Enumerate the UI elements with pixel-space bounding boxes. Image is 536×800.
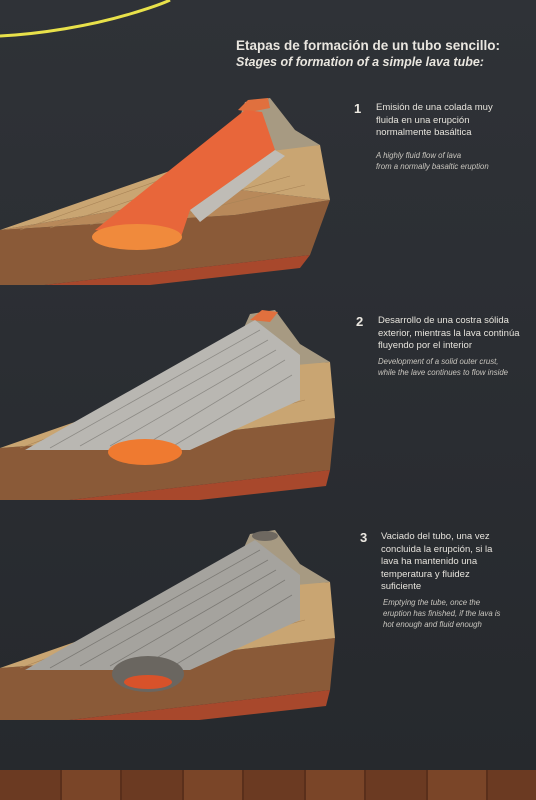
decorative-yellow-line — [0, 0, 171, 38]
text-line: Desarrollo de una costra sólida — [378, 315, 509, 326]
stage-3-spanish: Vaciado del tubo, una vez concluida la e… — [381, 531, 531, 594]
stage-1-english: A highly fluid flow of lava from a norma… — [376, 150, 536, 172]
stage-1-number: 1 — [354, 101, 362, 116]
text-line: suficiente — [381, 581, 422, 592]
text-line: temperatura y fluidez — [381, 568, 470, 580]
text-line: while the lave continues to flow inside — [378, 368, 509, 377]
stage-1-illustration — [0, 98, 330, 285]
stage-2-spanish: Desarrollo de una costra sólida exterior… — [378, 315, 536, 353]
stage-1-spanish: Emisión de una colada muy fluida en una … — [376, 102, 526, 140]
text-line: Vaciado del tubo, una vez — [381, 531, 490, 542]
stage-3-english: Emptying the tube, once the eruption has… — [383, 597, 536, 630]
text-line: normalmente basáltica — [376, 127, 472, 138]
stage-2-number: 2 — [356, 314, 364, 329]
wooden-floor — [0, 770, 536, 800]
text-line: from a normally basaltic eruption — [376, 162, 489, 171]
text-line: fluida en una erupción — [376, 114, 470, 126]
text-line: fluyendo por el interior — [378, 340, 472, 351]
title-spanish: Etapas de formación de un tubo sencillo: — [236, 38, 501, 53]
text-line: Development of a solid outer crust, — [378, 357, 499, 366]
stage-2-english: Development of a solid outer crust, whil… — [378, 356, 536, 378]
text-line: concluida la erupción, si la — [381, 543, 493, 555]
stage-3-number: 3 — [360, 530, 368, 545]
text-line: hot enough and fluid enough — [383, 620, 482, 629]
text-line: Emptying the tube, once the — [383, 598, 481, 607]
title-english: Stages of formation of a simple lava tub… — [236, 55, 484, 69]
title-block: Etapas de formación de un tubo sencillo:… — [236, 38, 526, 70]
text-line: exterior, mientras la lava continúa — [378, 327, 520, 339]
stage-2-illustration — [0, 310, 335, 500]
text-line: Emisión de una colada muy — [376, 102, 493, 113]
text-line: lava ha mantenido una — [381, 556, 478, 567]
text-line: eruption has finished, if the lava is — [383, 609, 501, 618]
stage-3-illustration — [0, 530, 335, 720]
text-line: A highly fluid flow of lava — [376, 151, 462, 160]
